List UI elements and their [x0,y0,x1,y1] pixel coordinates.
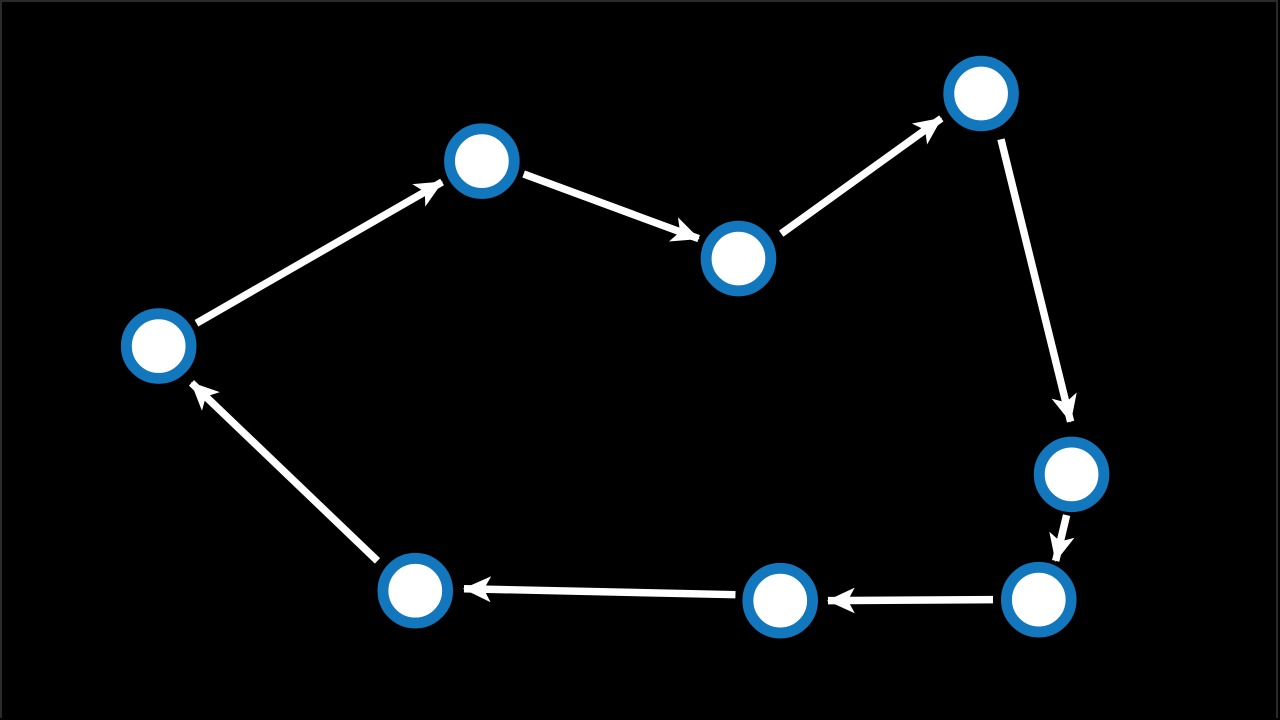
graph-node-2 [444,123,520,199]
graph-edge-arrow-node-2-to-node-3 [522,170,700,243]
graph-edge-arrow-node-3-to-node-4 [779,115,944,237]
graph-node-4 [943,55,1019,132]
graph-node-3 [700,220,777,297]
graph-edge-arrow-node-1-to-node-2 [194,178,444,327]
graph-edge-arrow-node-5-to-node-6 [1049,514,1075,562]
graph-node-1 [120,308,197,384]
graph-nodes-layer [120,55,1110,639]
graph-edge-arrow-node-6-to-node-7 [826,587,994,614]
graph-node-8 [377,552,454,629]
graph-node-7 [742,562,818,639]
graph-edges-layer [188,115,1077,614]
graph-edge-arrow-node-4-to-node-5 [997,138,1077,423]
graph-node-5 [1033,436,1110,513]
graph-edge-arrow-node-7-to-node-8 [462,576,736,603]
graph-node-6 [1000,561,1077,638]
graph-edge-arrow-node-8-to-node-1 [188,380,381,564]
